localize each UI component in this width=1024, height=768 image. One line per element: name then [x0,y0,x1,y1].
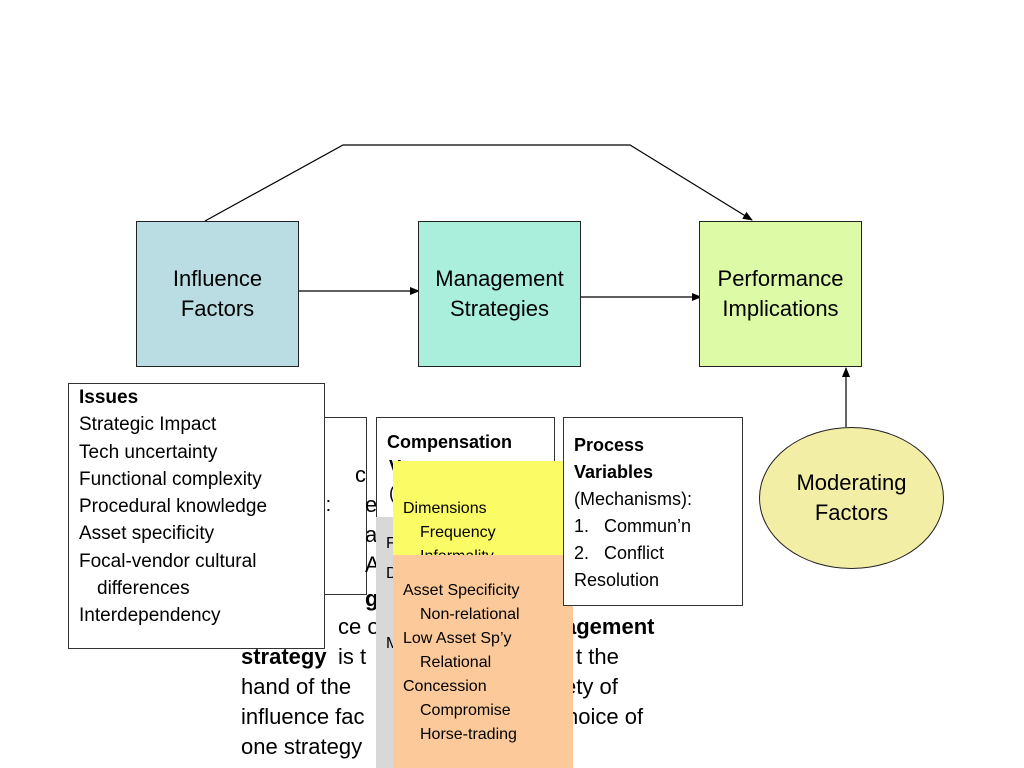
bg-line3a: hand of the [241,674,352,699]
asset-specificity-overlay: Asset Specificity Non-relational Low Ass… [393,555,573,768]
issues-title: Issues [79,387,139,408]
top-bypass-arrow [204,144,753,222]
frag-F: F [386,535,396,552]
compensation-title: Compensation [387,432,513,452]
frag-a: a [365,522,378,547]
influence-factors-node: Influence Factors [136,221,299,367]
dimensions-overlay: Dimensions Frequency Informality [393,461,573,557]
asset-item-3: Low Asset Sp’y [403,630,512,647]
process-title-line2: Variables [574,462,654,482]
issues-item-functional-complexity: Functional complexity [79,468,262,490]
issues-item-interdependency: Interdependency [79,605,221,627]
moderating-factors-node: Moderating Factors [759,427,944,569]
bg-line2b: is t [338,644,367,669]
process-item-3: 2. Conflict [574,543,665,563]
bg-line5a: one strategy [241,734,363,759]
process-item-1: (Mechanisms): [574,489,693,509]
process-item-4: Resolution [574,570,660,590]
issues-item-procedural-knowledge: Procedural knowledge [79,496,268,518]
frag-c: c [355,462,366,487]
dimensions-item-2: Informality [420,548,494,557]
bg-line1b: agement [564,614,655,639]
asset-item-5: Concession [403,678,487,695]
frag-g: g [365,586,379,611]
asset-item-7: Horse-trading [420,726,517,743]
dimensions-title: Dimensions [403,500,487,517]
issues-item-tech-uncertainty: Tech uncertainty [79,441,218,463]
bg-line4a: influence fac [241,704,365,729]
bg-line4b: hoice of [566,704,644,729]
asset-item-1: Asset Specificity [403,582,520,599]
dimensions-item-1: Frequency [420,524,496,541]
issues-panel: Issues Strategic Impact Tech uncertainty… [68,383,325,649]
process-title-line1: Process [574,435,645,455]
issues-item-cultural-cont: differences [97,578,190,600]
performance-implications-node: Performance Implications [699,221,862,367]
frag-e: e [365,492,378,517]
bg-line2c: t the [576,644,619,669]
process-item-2: 1. Commun’n [574,516,692,536]
issues-item-asset-specificity: Asset specificity [79,523,215,545]
management-strategies-node: Management Strategies [418,221,581,367]
frag-D: D [386,565,398,582]
issues-item-cultural: Focal-vendor cultural [79,550,257,572]
asset-item-2: Non-relational [420,606,520,623]
process-variables-panel: Process Variables (Mechanisms): 1. Commu… [563,417,743,606]
frag-paren: ( [389,483,395,503]
asset-item-4: Relational [420,654,492,671]
asset-item-6: Compromise [420,702,511,719]
issues-item-strategic-impact: Strategic Impact [79,414,217,436]
